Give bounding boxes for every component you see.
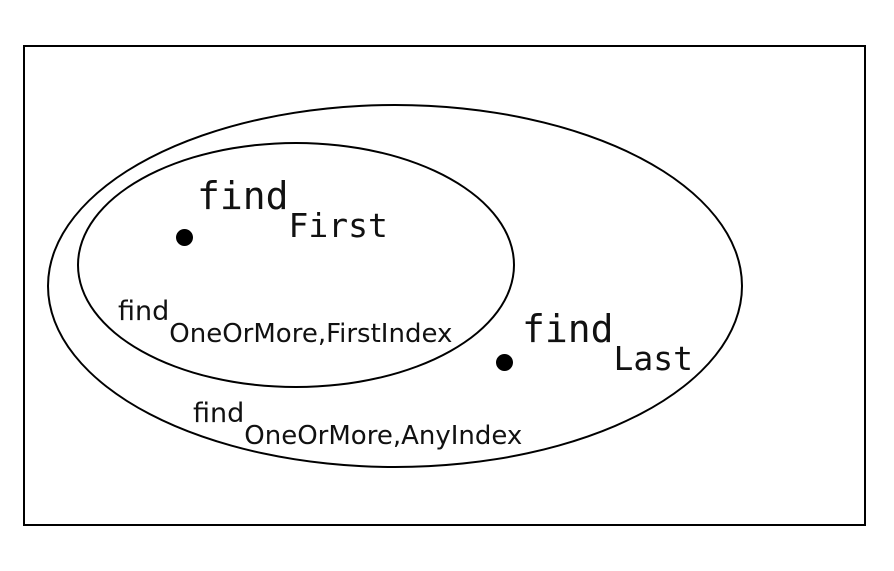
point-marker-dot-last (496, 354, 513, 371)
label-find-first-subscript: First (288, 206, 388, 245)
point-marker-dot-first (176, 229, 193, 246)
label-find-last-base: find (522, 307, 614, 351)
label-outer-set: findOneOrMore,AnyIndex (193, 398, 522, 449)
label-find-last-subscript: Last (613, 339, 693, 378)
label-outer-set-subscript: OneOrMore,AnyIndex (244, 421, 523, 451)
inner-set-ellipse (77, 142, 515, 388)
label-find-first: findFirst (197, 174, 388, 242)
label-find-last: findLast (522, 307, 693, 375)
label-inner-set: findOneOrMore,FirstIndex (118, 296, 452, 347)
label-inner-set-subscript: OneOrMore,FirstIndex (169, 319, 453, 349)
label-find-first-base: find (197, 174, 289, 218)
outer-set-ellipse (47, 104, 743, 468)
label-inner-set-base: find (118, 296, 170, 327)
label-outer-set-base: find (193, 398, 245, 429)
